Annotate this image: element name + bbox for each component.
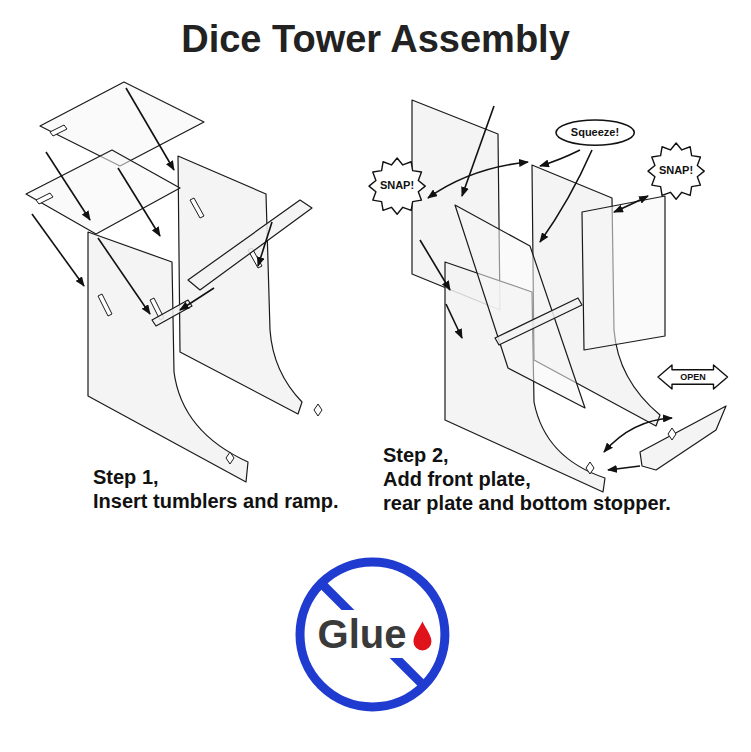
node-text: Squeeze! — [571, 126, 619, 139]
step-caption: Step 1, Insert tumblers and ramp. — [93, 465, 373, 513]
caption-text: Step 2, Add front plate, rear plate and … — [383, 444, 671, 514]
snap-burst: SNAP! — [647, 142, 705, 200]
burst-outline — [369, 158, 425, 214]
insert-arrow — [446, 304, 462, 338]
snap-arrow — [614, 196, 648, 212]
snap-arrow — [428, 162, 528, 198]
tumbler-plate — [40, 82, 204, 166]
insert-arrow — [98, 238, 150, 314]
bottom-stopper — [640, 406, 726, 470]
step1-parts — [26, 82, 322, 482]
ellipse-outline — [556, 120, 634, 145]
callout-ellipse: Squeeze! — [555, 119, 635, 146]
prohibit-circle — [300, 562, 445, 707]
rear-plate — [582, 196, 665, 350]
rod — [495, 298, 582, 345]
ramp — [188, 200, 312, 290]
insert-arrow — [180, 288, 214, 310]
insert-arrow — [32, 214, 84, 286]
slot — [190, 198, 204, 218]
step2-parts — [412, 100, 726, 492]
open-arrow — [604, 418, 672, 452]
rod — [152, 300, 192, 326]
arrow-outline — [658, 365, 728, 389]
node-text: OPEN — [680, 372, 706, 383]
cutout — [586, 462, 594, 474]
burst-outline — [648, 143, 704, 199]
double-arrow: OPEN — [658, 364, 728, 390]
squeeze-arrow — [540, 150, 580, 166]
node-text: SNAP! — [380, 179, 414, 192]
insert-arrow — [462, 106, 494, 196]
title: Dice Tower Assembly — [0, 16, 751, 62]
insert-arrow — [258, 222, 272, 266]
node-text: Glue — [315, 610, 410, 658]
node-text: SNAP! — [659, 164, 693, 177]
snap-burst: SNAP! — [368, 157, 426, 215]
squeeze-arrow — [540, 150, 592, 242]
insert-arrow — [118, 168, 160, 236]
glue-drop — [413, 621, 431, 650]
cutout — [668, 428, 676, 440]
cutout — [314, 404, 322, 416]
tab — [36, 193, 53, 204]
no-glue-sign: Glue — [295, 557, 450, 712]
front-plate — [455, 205, 585, 408]
step-caption: Step 2, Add front plate, rear plate and … — [383, 443, 693, 515]
insert-arrow — [126, 88, 174, 170]
tab — [50, 125, 67, 136]
slot — [98, 294, 112, 316]
caption-text: Step 1, Insert tumblers and ramp. — [93, 466, 339, 512]
tumbler-plate — [26, 150, 180, 234]
insert-arrow — [420, 240, 450, 290]
insert-arrow — [608, 466, 640, 470]
cutout — [226, 452, 234, 464]
insert-arrow — [46, 152, 90, 220]
